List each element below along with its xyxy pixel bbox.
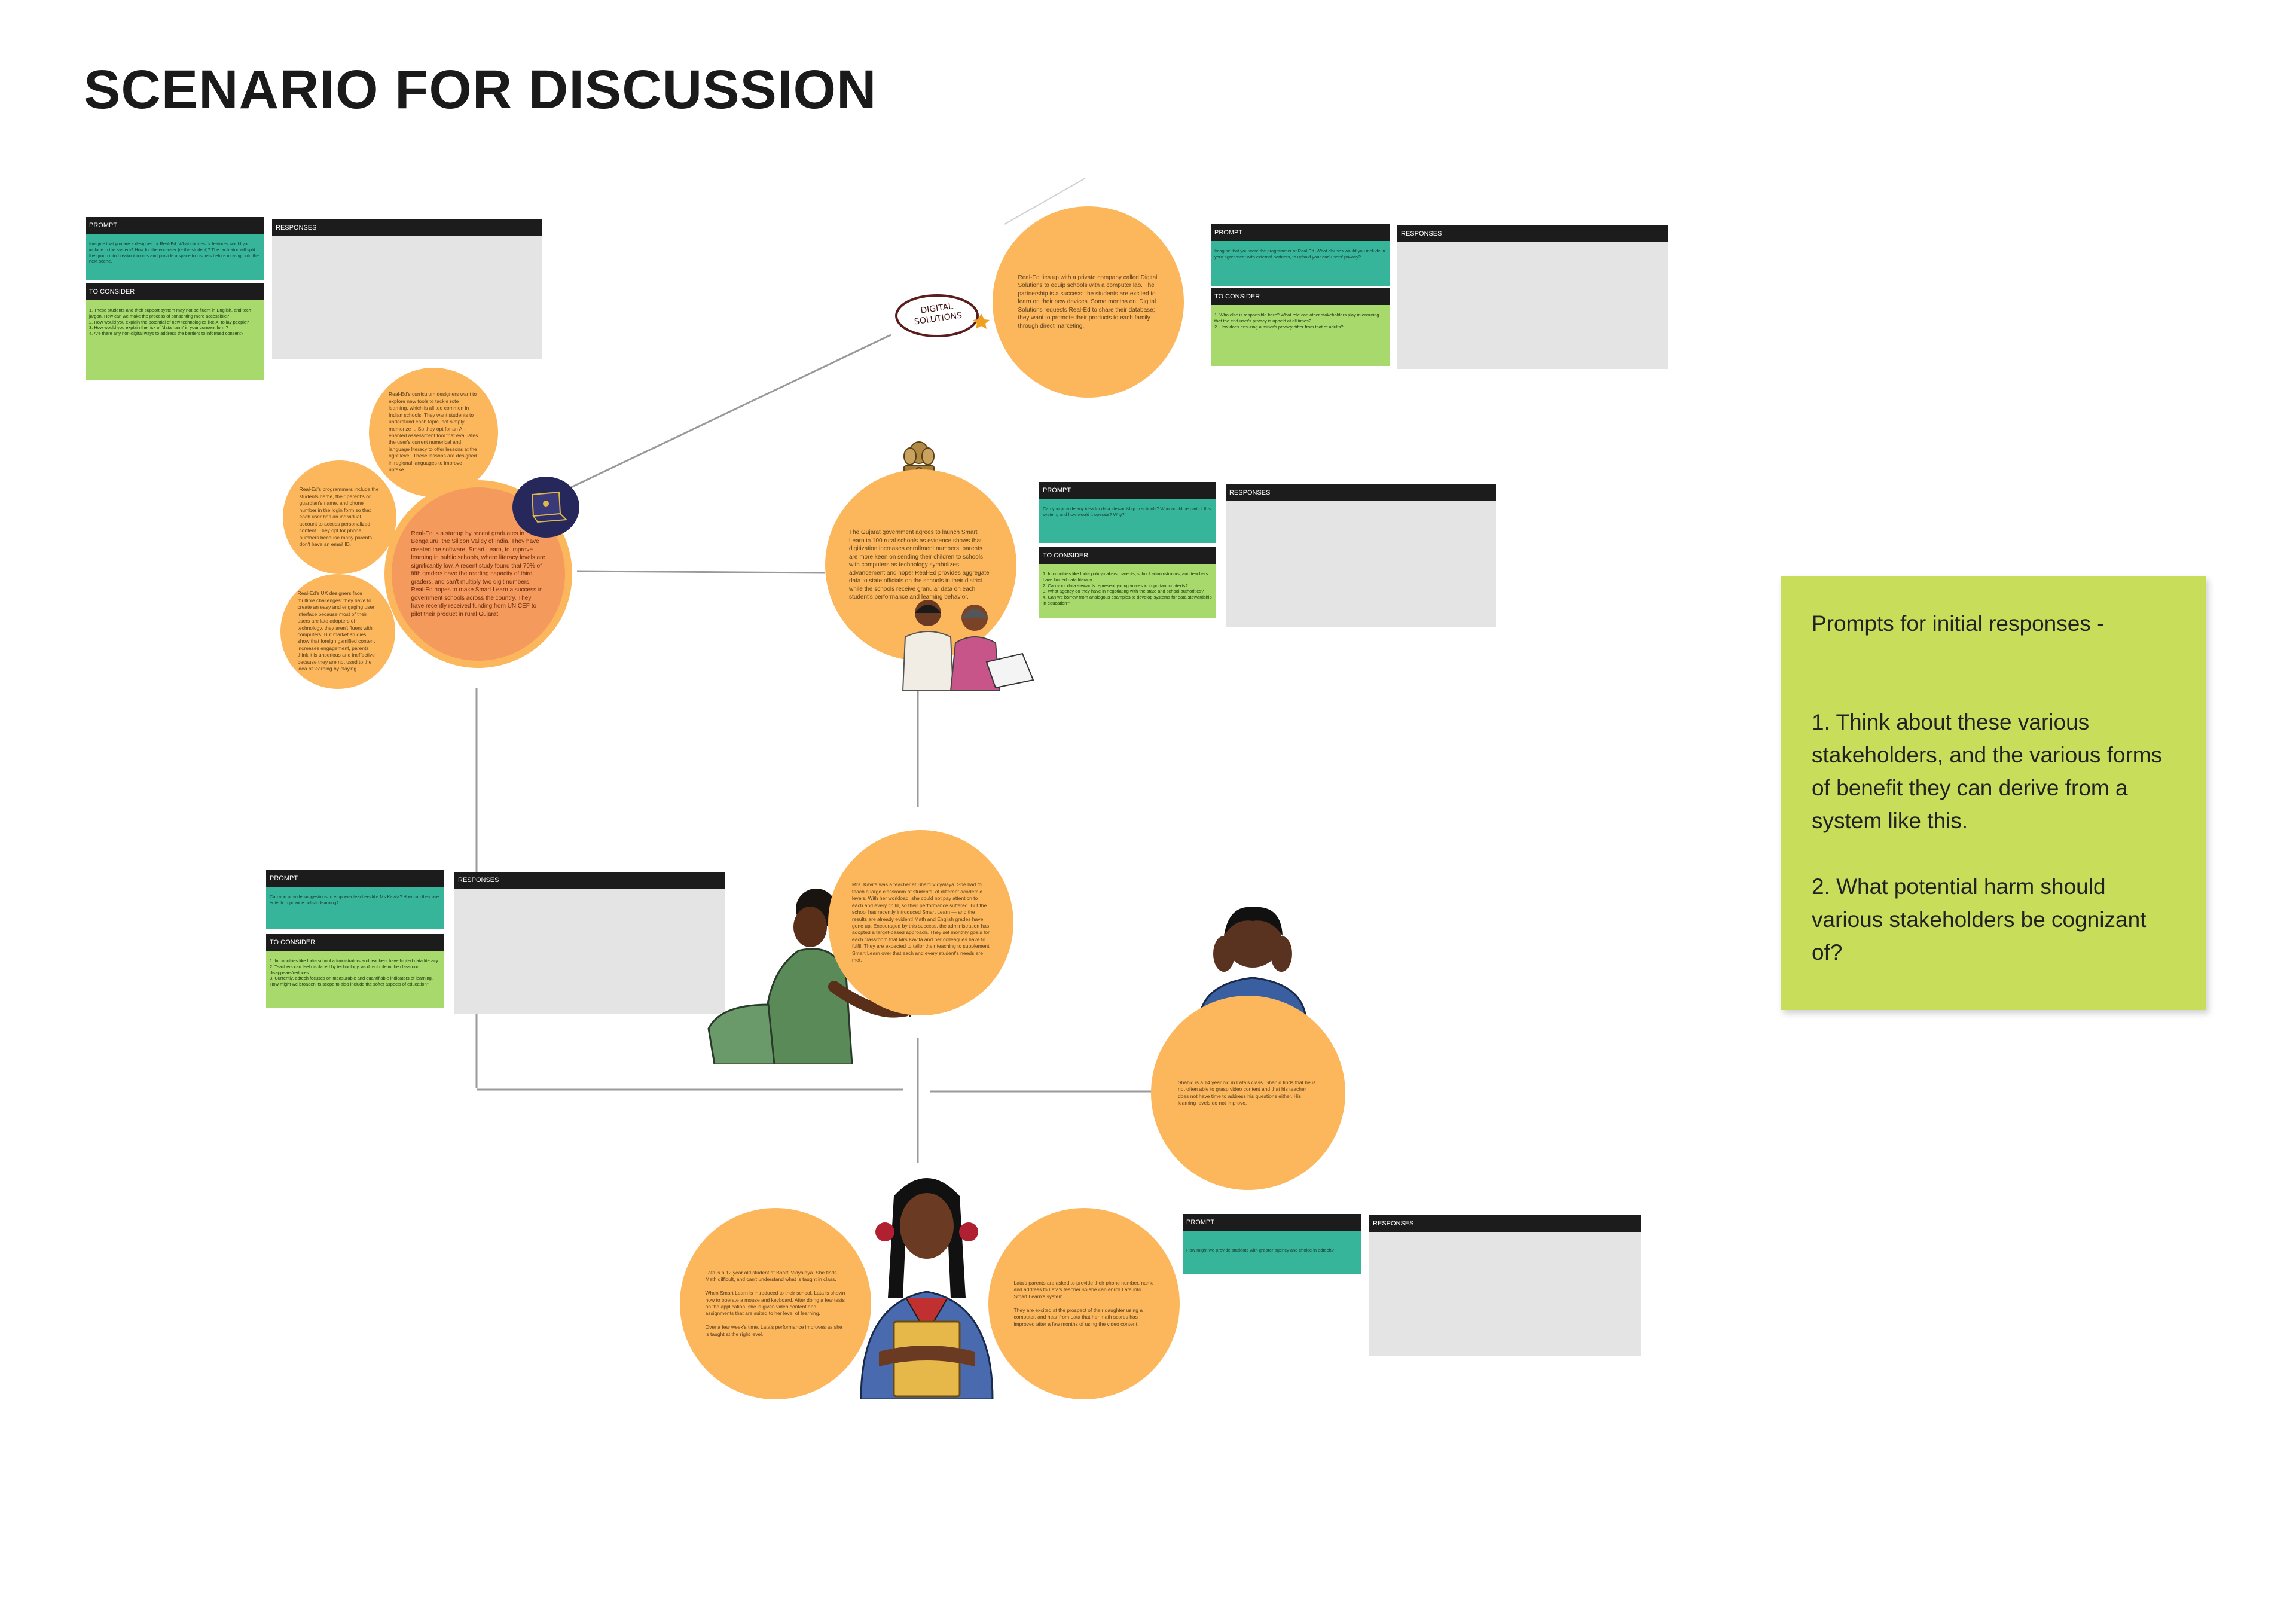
realed-responses-box[interactable] [272,236,542,359]
prompts-sticky-note[interactable]: Prompts for initial responses - 1. Think… [1781,576,2206,1010]
gujarat-consider-label: TO CONSIDER [1039,547,1216,564]
realed-main-text: Real-Ed is a startup by recent graduates… [411,530,546,619]
kavita-prompt-text: Can you provide suggestions to empower t… [266,887,444,929]
kavita-prompt-label: PROMPT [266,870,444,887]
sticky-item-1: 1. Think about these various stakeholder… [1812,706,2180,837]
kavita-circle: Mrs. Kavita was a teacher at Bharti Vidy… [828,830,1013,1015]
realed-curriculum-text: Real-Ed's curriculum designers want to e… [389,391,478,474]
connector-realed-gujarat [577,571,825,573]
connector-realed-digital [571,335,891,487]
realed-consider-label: TO CONSIDER [86,283,264,300]
lata-circle: Lata is a 12 year old student at Bharti … [680,1208,871,1399]
gujarat-consider-text: 1. In countries like India policymakers,… [1039,564,1216,618]
realed-responses-label: RESPONSES [272,219,542,236]
kavita-text: Mrs. Kavita was a teacher at Bharti Vidy… [852,881,990,964]
realed-programmers-circle: Real-Ed's programmers include the studen… [283,460,396,574]
realed-programmers-text: Real-Ed's programmers include the studen… [300,486,380,548]
digital-responses-box[interactable] [1397,242,1668,369]
kavita-responses-box[interactable] [454,889,725,1014]
lata-prompt-label: PROMPT [1183,1214,1361,1231]
gujarat-responses-label: RESPONSES [1226,484,1496,501]
realed-ux-text: Real-Ed's UX designers face multiple cha… [298,590,378,673]
gujarat-responses-box[interactable] [1226,501,1496,627]
realed-prompt-label: PROMPT [86,217,264,234]
lata-responses-label: RESPONSES [1369,1215,1641,1232]
lata-text: Lata is a 12 year old student at Bharti … [706,1270,846,1338]
sticky-heading: Prompts for initial responses - [1812,607,2180,640]
realed-ux-circle: Real-Ed's UX designers face multiple cha… [280,574,395,689]
kavita-consider-label: TO CONSIDER [266,934,444,951]
digital-prompt-label: PROMPT [1211,224,1390,241]
digital-consider-label: TO CONSIDER [1211,288,1390,305]
realed-consider-text: 1. These students and their support syst… [86,300,264,380]
shahid-circle: Shahid is a 14 year old in Lata's class.… [1151,996,1345,1190]
digital-responses-label: RESPONSES [1397,225,1668,242]
digital-solutions-logo: DIGITAL SOLUTIONS [894,292,990,340]
lata-responses-box[interactable] [1369,1232,1641,1356]
gujarat-prompt-label: PROMPT [1039,482,1216,499]
digital-solutions-circle: Real-Ed ties up with a private company c… [993,206,1184,398]
digital-consider-text: 1. Who else is responsible here? What ro… [1211,305,1390,366]
lata-parents-circle: Lata's parents are asked to provide thei… [988,1208,1180,1399]
realed-curriculum-circle: Real-Ed's curriculum designers want to e… [369,368,498,497]
student-lata-illustration [849,1160,1004,1399]
kavita-consider-text: 1. In countries like India school admini… [266,951,444,1008]
gujarat-prompt-text: Can you provide any idea for data stewar… [1039,499,1216,543]
gujarat-government-text: The Gujarat government agrees to launch … [849,529,993,602]
laptop-badge-icon [512,477,579,538]
lata-parents-text: Lata's parents are asked to provide thei… [1014,1280,1155,1328]
digital-prompt-text: Imagine that you were the programmer of … [1211,241,1390,286]
lata-prompt-text: How might we provide students with great… [1183,1231,1361,1274]
shahid-text: Shahid is a 14 year old in Lata's class.… [1178,1079,1318,1107]
realed-prompt-text: Imagine that you are a designer for Real… [86,234,264,280]
sticky-item-2: 2. What potential harm should various st… [1812,870,2180,969]
officials-with-laptop-illustration [891,595,1040,694]
digital-solutions-text: Real-Ed ties up with a private company c… [1018,274,1159,331]
kavita-responses-label: RESPONSES [454,872,725,889]
